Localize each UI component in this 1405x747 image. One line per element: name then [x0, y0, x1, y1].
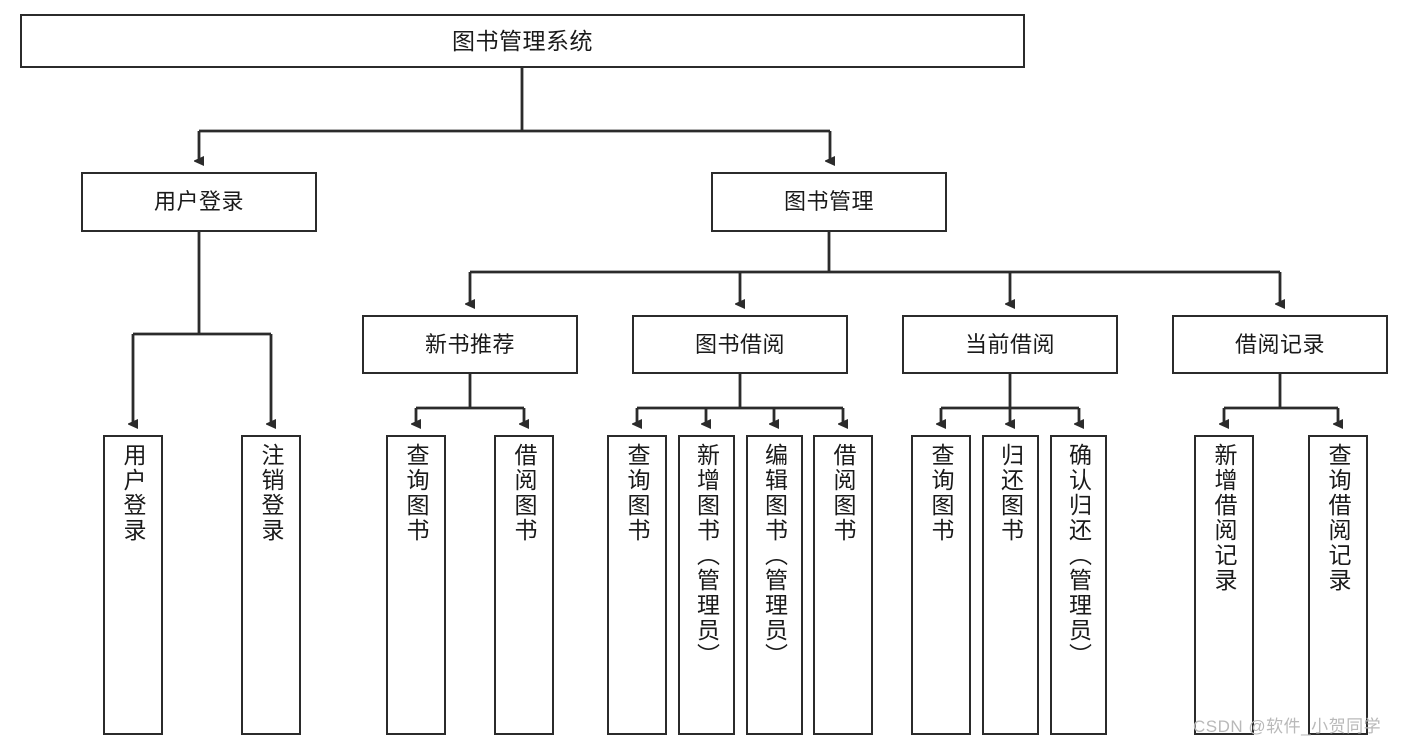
- node-label: 注销登录: [258, 443, 285, 543]
- leaf-query-book-recommend[interactable]: 查询图书: [386, 435, 446, 735]
- node-label: 当前借阅: [964, 331, 1055, 357]
- leaf-add-borrow-record[interactable]: 新增借阅记录: [1194, 435, 1254, 735]
- node-label: 新增借阅记录: [1211, 443, 1238, 593]
- node-label: 图书借阅: [694, 331, 785, 357]
- node-label: 借阅记录: [1234, 331, 1325, 357]
- node-user-login[interactable]: 用户登录: [81, 172, 317, 232]
- leaf-add-book-admin[interactable]: 新增图书（管理员）: [678, 435, 735, 735]
- node-label: 图书管理系统: [452, 27, 593, 54]
- node-label: 借阅图书: [511, 443, 538, 543]
- leaf-borrow-book-recommend[interactable]: 借阅图书: [494, 435, 554, 735]
- leaf-query-borrow-record[interactable]: 查询借阅记录: [1308, 435, 1368, 735]
- node-label: 图书管理: [783, 189, 874, 214]
- node-label: 新书推荐: [424, 331, 515, 357]
- node-label: 归还图书: [997, 443, 1024, 543]
- node-label: 查询图书: [403, 443, 430, 543]
- node-new-book-recommend[interactable]: 新书推荐: [362, 315, 578, 374]
- leaf-edit-book-admin[interactable]: 编辑图书（管理员）: [746, 435, 803, 735]
- leaf-logout[interactable]: 注销登录: [241, 435, 301, 735]
- leaf-confirm-return-admin[interactable]: 确认归还（管理员）: [1050, 435, 1107, 735]
- node-label: 确认归还（管理员）: [1065, 443, 1092, 668]
- node-borrow-record[interactable]: 借阅记录: [1172, 315, 1388, 374]
- node-root-book-management-system[interactable]: 图书管理系统: [20, 14, 1025, 68]
- node-current-borrow[interactable]: 当前借阅: [902, 315, 1118, 374]
- node-label: 查询借阅记录: [1325, 443, 1352, 593]
- watermark: CSDN @软件_小贺同学: [1193, 717, 1382, 736]
- leaf-user-login[interactable]: 用户登录: [103, 435, 163, 735]
- leaf-borrow-book[interactable]: 借阅图书: [813, 435, 873, 735]
- leaf-return-book[interactable]: 归还图书: [982, 435, 1039, 735]
- node-book-management[interactable]: 图书管理: [711, 172, 947, 232]
- node-label: 用户登录: [153, 189, 244, 214]
- leaf-query-book-borrow[interactable]: 查询图书: [607, 435, 667, 735]
- node-label: 编辑图书（管理员）: [761, 443, 788, 668]
- node-label: 查询图书: [624, 443, 651, 543]
- node-label: 新增图书（管理员）: [693, 443, 720, 668]
- node-book-borrow[interactable]: 图书借阅: [632, 315, 848, 374]
- node-label: 借阅图书: [830, 443, 857, 543]
- leaf-query-book-current[interactable]: 查询图书: [911, 435, 971, 735]
- node-label: 查询图书: [928, 443, 955, 543]
- node-label: 用户登录: [120, 443, 147, 543]
